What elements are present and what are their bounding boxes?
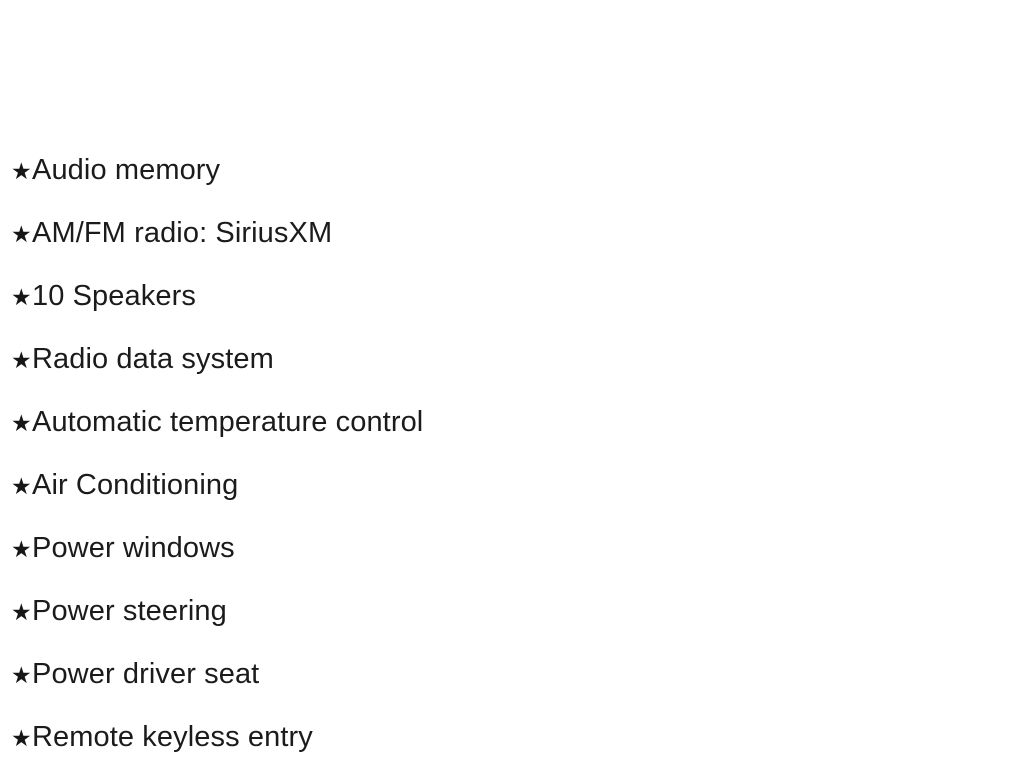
- star-icon: ★: [11, 221, 32, 247]
- list-item: ★ Power driver seat: [0, 643, 1024, 706]
- list-item: ★ Automatic temperature control: [0, 391, 1024, 454]
- feature-label: Audio memory: [32, 154, 221, 186]
- list-item: ★ Power windows: [0, 517, 1024, 580]
- feature-label: Automatic temperature control: [32, 406, 424, 438]
- list-item: ★ 10 Speakers: [0, 265, 1024, 328]
- star-icon: ★: [11, 662, 32, 688]
- vehicle-feature-list: ★ Audio memory ★ AM/FM radio: SiriusXM ★…: [0, 139, 1024, 769]
- list-item: ★ Air Conditioning: [0, 454, 1024, 517]
- list-item: ★ Audio memory: [0, 139, 1024, 202]
- star-icon: ★: [11, 158, 32, 184]
- list-item: ★ Radio data system: [0, 328, 1024, 391]
- feature-label: AM/FM radio: SiriusXM: [32, 217, 333, 249]
- star-icon: ★: [11, 536, 32, 562]
- star-icon: ★: [11, 284, 32, 310]
- list-item: ★ Remote keyless entry: [0, 706, 1024, 769]
- star-icon: ★: [11, 725, 32, 751]
- feature-label: Power driver seat: [32, 658, 260, 690]
- star-icon: ★: [11, 473, 32, 499]
- feature-label: 10 Speakers: [32, 280, 196, 312]
- list-item: ★ Power steering: [0, 580, 1024, 643]
- feature-label: Remote keyless entry: [32, 721, 313, 753]
- star-icon: ★: [11, 410, 32, 436]
- feature-label: Air Conditioning: [32, 469, 239, 501]
- feature-label: Radio data system: [32, 343, 274, 375]
- feature-label: Power steering: [32, 595, 227, 627]
- feature-label: Power windows: [32, 532, 235, 564]
- list-item: ★ AM/FM radio: SiriusXM: [0, 202, 1024, 265]
- star-icon: ★: [11, 347, 32, 373]
- star-icon: ★: [11, 599, 32, 625]
